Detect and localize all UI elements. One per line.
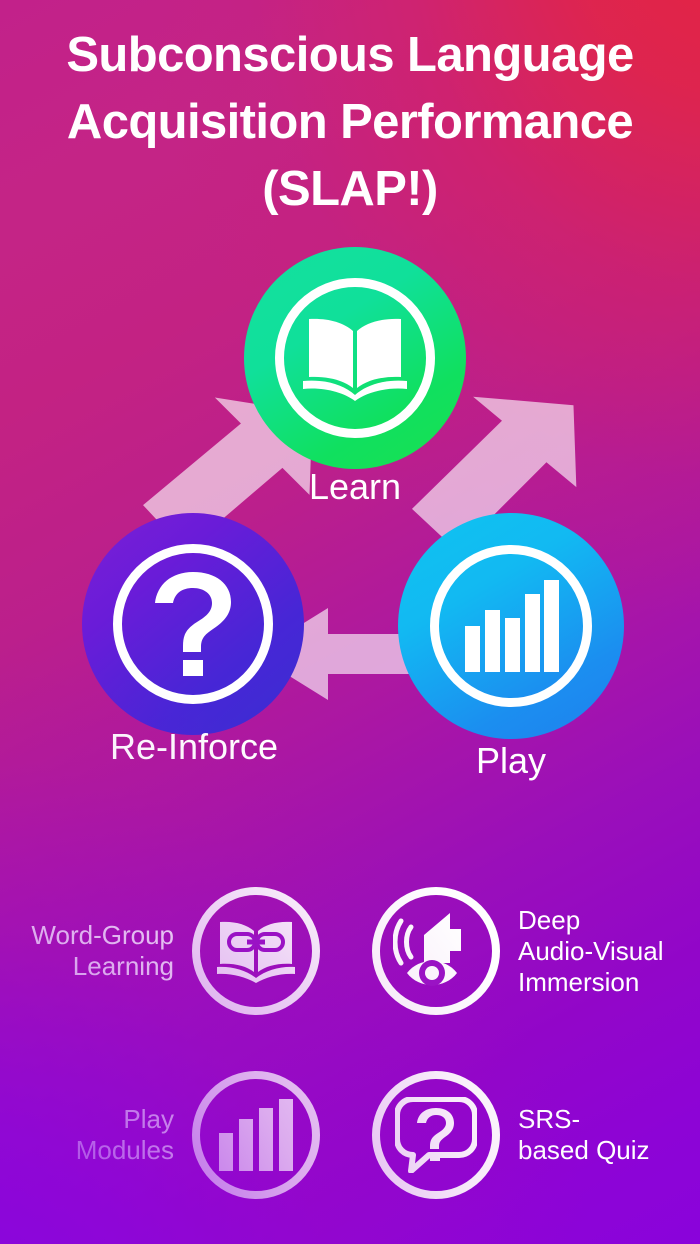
flow-node-play[interactable]	[398, 513, 624, 739]
page-title-line-3: (SLAP!)	[262, 162, 438, 216]
flow-arrow-learn-to-play	[406, 396, 577, 552]
feature-word-group-learning-label: Word-Group Learning	[31, 920, 174, 981]
flow-arrow-reinforce-to-learn	[143, 397, 318, 551]
page-title-line-2: Acquisition Performance	[66, 95, 634, 149]
question-mark-icon	[82, 513, 304, 735]
bar-chart-icon	[192, 1071, 320, 1199]
bar-chart-icon	[398, 513, 624, 739]
flow-node-reinforce[interactable]	[82, 513, 304, 735]
page-title: Subconscious Language Acquisition Perfor…	[0, 22, 700, 223]
feature-deep-audio-visual-immersion-label: Deep Audio-Visual Immersion	[518, 904, 664, 997]
flow-node-play-label: Play	[475, 740, 547, 781]
feature-play-modules-label: Play Modules	[75, 1104, 174, 1165]
open-book-icon	[244, 247, 466, 469]
book-with-link-icon	[192, 887, 320, 1015]
speech-bubble-question-icon	[372, 1071, 500, 1199]
learn-ring	[275, 278, 435, 438]
feature-play-modules[interactable]: Play Modules	[0, 1071, 320, 1199]
feature-srs-based-quiz[interactable]: SRS- based Quiz	[372, 1071, 700, 1199]
flow-node-learn[interactable]	[244, 247, 466, 469]
feature-srs-based-quiz-label: SRS- based Quiz	[518, 1104, 650, 1165]
play-ring	[429, 544, 593, 708]
feature-word-group-learning[interactable]: Word-Group Learning	[0, 887, 320, 1015]
feature-deep-audio-visual-immersion[interactable]: Deep Audio-Visual Immersion	[372, 887, 700, 1015]
speaker-eye-icon	[372, 887, 500, 1015]
flow-node-learn-label: Learn	[308, 466, 402, 507]
flow-node-reinforce-label: Re-Inforce	[109, 726, 279, 767]
reinforce-ring	[113, 544, 273, 704]
page-title-line-1: Subconscious Language	[66, 28, 634, 82]
